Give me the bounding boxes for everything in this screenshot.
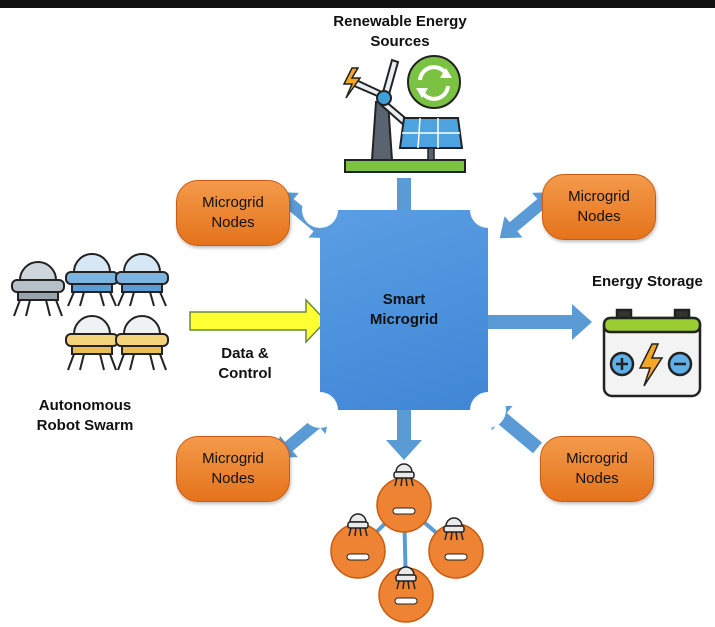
smart-microgrid-hub: Smart Microgrid (320, 210, 488, 410)
node-label-line2: Nodes (577, 208, 621, 225)
renewable-energy-label: Renewable Energy Sources (300, 12, 500, 52)
node-label-line1: Microgrid (568, 188, 630, 205)
node-label-line1: Microgrid (202, 450, 264, 467)
hub-label-line2: Microgrid (369, 311, 439, 328)
data-control-label: Data & Control (200, 344, 290, 384)
renewable-title-line1: Renewable Energy (333, 13, 467, 30)
swarm-label-line2: Robot Swarm (36, 417, 134, 434)
swarm-label-line1: Autonomous (38, 397, 132, 414)
node-label-line2: Nodes (211, 214, 255, 231)
hub-label-line1: Smart (382, 291, 426, 308)
renewable-title-line2: Sources (370, 33, 430, 50)
data-control-arrow (189, 298, 328, 344)
robot-swarm-label: Autonomous Robot Swarm (10, 396, 160, 436)
data-control-line2: Control (218, 365, 272, 382)
renewable-sources-icon (342, 55, 466, 173)
robot-network (330, 463, 484, 623)
arrow-hub-to-storage (488, 304, 592, 340)
node-label-line1: Microgrid (202, 194, 264, 211)
network-node-left (330, 523, 386, 579)
top-border (0, 0, 715, 8)
network-node-top (376, 477, 432, 533)
robot-swarm-icon (11, 253, 169, 371)
data-control-line1: Data & (221, 345, 269, 362)
arrow-hub-to-swarm (386, 410, 422, 460)
node-label-line2: Nodes (211, 470, 255, 487)
node-label-line2: Nodes (575, 470, 619, 487)
arrow-renewable-to-hub (397, 178, 411, 212)
battery-icon (602, 308, 702, 398)
node-label-line1: Microgrid (566, 450, 628, 467)
energy-storage-label: Energy Storage (592, 273, 703, 290)
